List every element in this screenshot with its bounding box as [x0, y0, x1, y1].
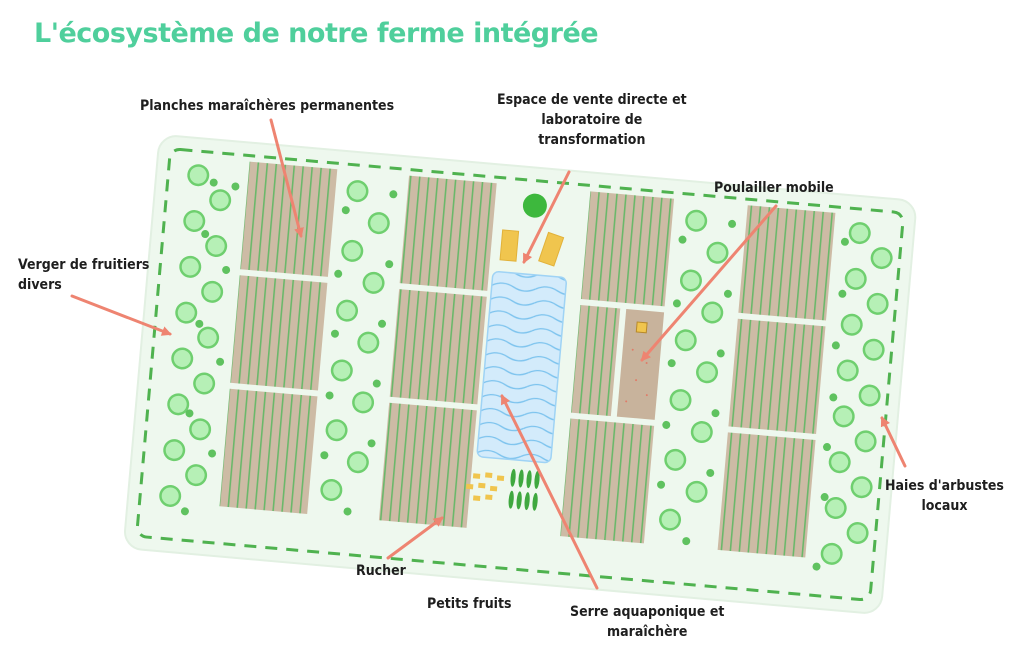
small-fruits: [508, 468, 540, 511]
label-vente-line-1: Espace de vente directe et: [497, 92, 687, 108]
arrow-poulailler: [640, 204, 778, 362]
label-verger-line-2: divers: [18, 277, 62, 293]
beehives: [465, 472, 505, 501]
mobile-coop: [616, 309, 665, 420]
label-vente: Espace de vente directe et laboratoire d…: [497, 90, 687, 150]
arrow-haies: [880, 416, 907, 468]
label-serre: Serre aquaponique et maraîchère: [570, 602, 724, 642]
callout-arrows: [70, 118, 907, 590]
label-rucher: Rucher: [356, 563, 406, 579]
label-planches: Planches maraîchères permanentes: [140, 98, 395, 114]
vegetable-beds-4: [717, 205, 836, 558]
label-haies: Haies d'arbustes locaux: [885, 476, 1004, 516]
label-poulailler: Poulailler mobile: [714, 180, 834, 196]
label-serre-line-1: Serre aquaponique et: [570, 604, 725, 620]
hedge-border: [135, 148, 905, 602]
label-verger: Verger de fruitiers divers: [18, 255, 149, 295]
label-vente-line-2: laboratoire de: [541, 112, 643, 128]
label-serre-line-2: maraîchère: [607, 624, 688, 640]
aquaponic-greenhouse: [476, 271, 567, 464]
page-title: L'écosystème de notre ferme intégrée: [34, 18, 599, 49]
arrow-vente: [522, 170, 571, 264]
arrow-verger: [70, 294, 172, 336]
vegetable-beds-3: [560, 191, 675, 544]
vegetable-beds-1: [219, 161, 338, 514]
farm-field: [123, 135, 917, 614]
label-haies-line-2: locaux: [921, 498, 968, 514]
arrow-rucher: [386, 516, 444, 560]
shop-and-lab: [499, 193, 565, 267]
arrow-planches: [269, 118, 304, 238]
arrow-serre: [500, 394, 599, 590]
label-verger-line-1: Verger de fruitiers: [18, 257, 150, 273]
label-petits-fruits: Petits fruits: [427, 596, 512, 612]
vegetable-beds-2: [378, 175, 497, 528]
label-vente-line-3: transformation: [538, 132, 646, 148]
label-haies-line-1: Haies d'arbustes: [885, 478, 1004, 494]
